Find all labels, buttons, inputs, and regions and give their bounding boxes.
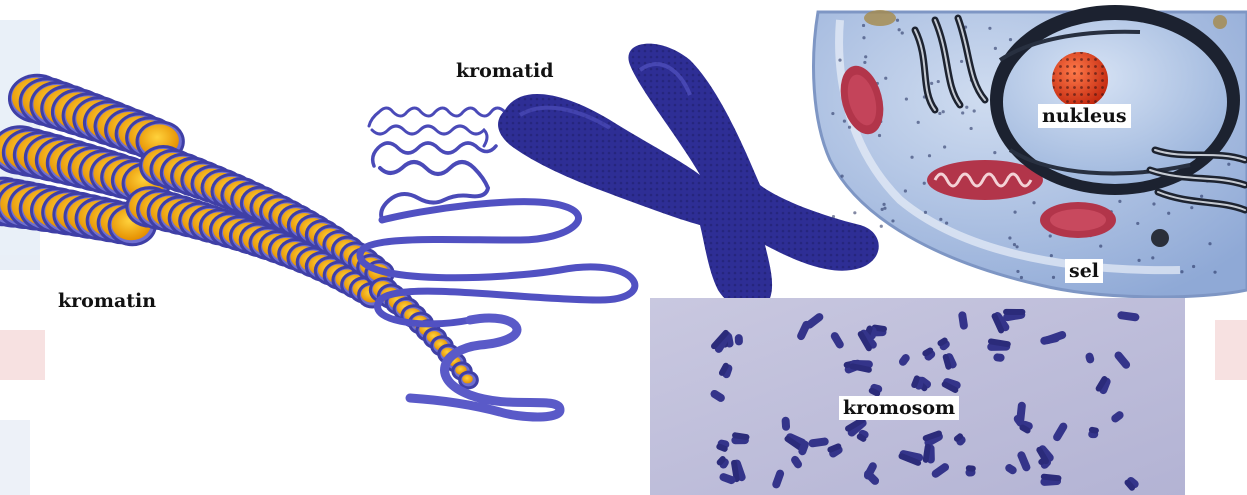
label-sel: sel [1065,259,1103,283]
label-nukleus: nukleus [1038,104,1131,128]
label-kromosom: kromosom [839,396,959,420]
nucleolus [1052,52,1108,108]
nucleus [990,5,1240,195]
label-kromatin: kromatin [54,289,160,313]
chromatin-fiber [0,74,479,390]
mitochondrion [1040,202,1116,238]
karyotype-chromosome [735,334,743,346]
karyotype-chromosome [781,417,790,431]
cell-illustration [814,5,1247,297]
label-kromatid: kromatid [452,59,558,83]
